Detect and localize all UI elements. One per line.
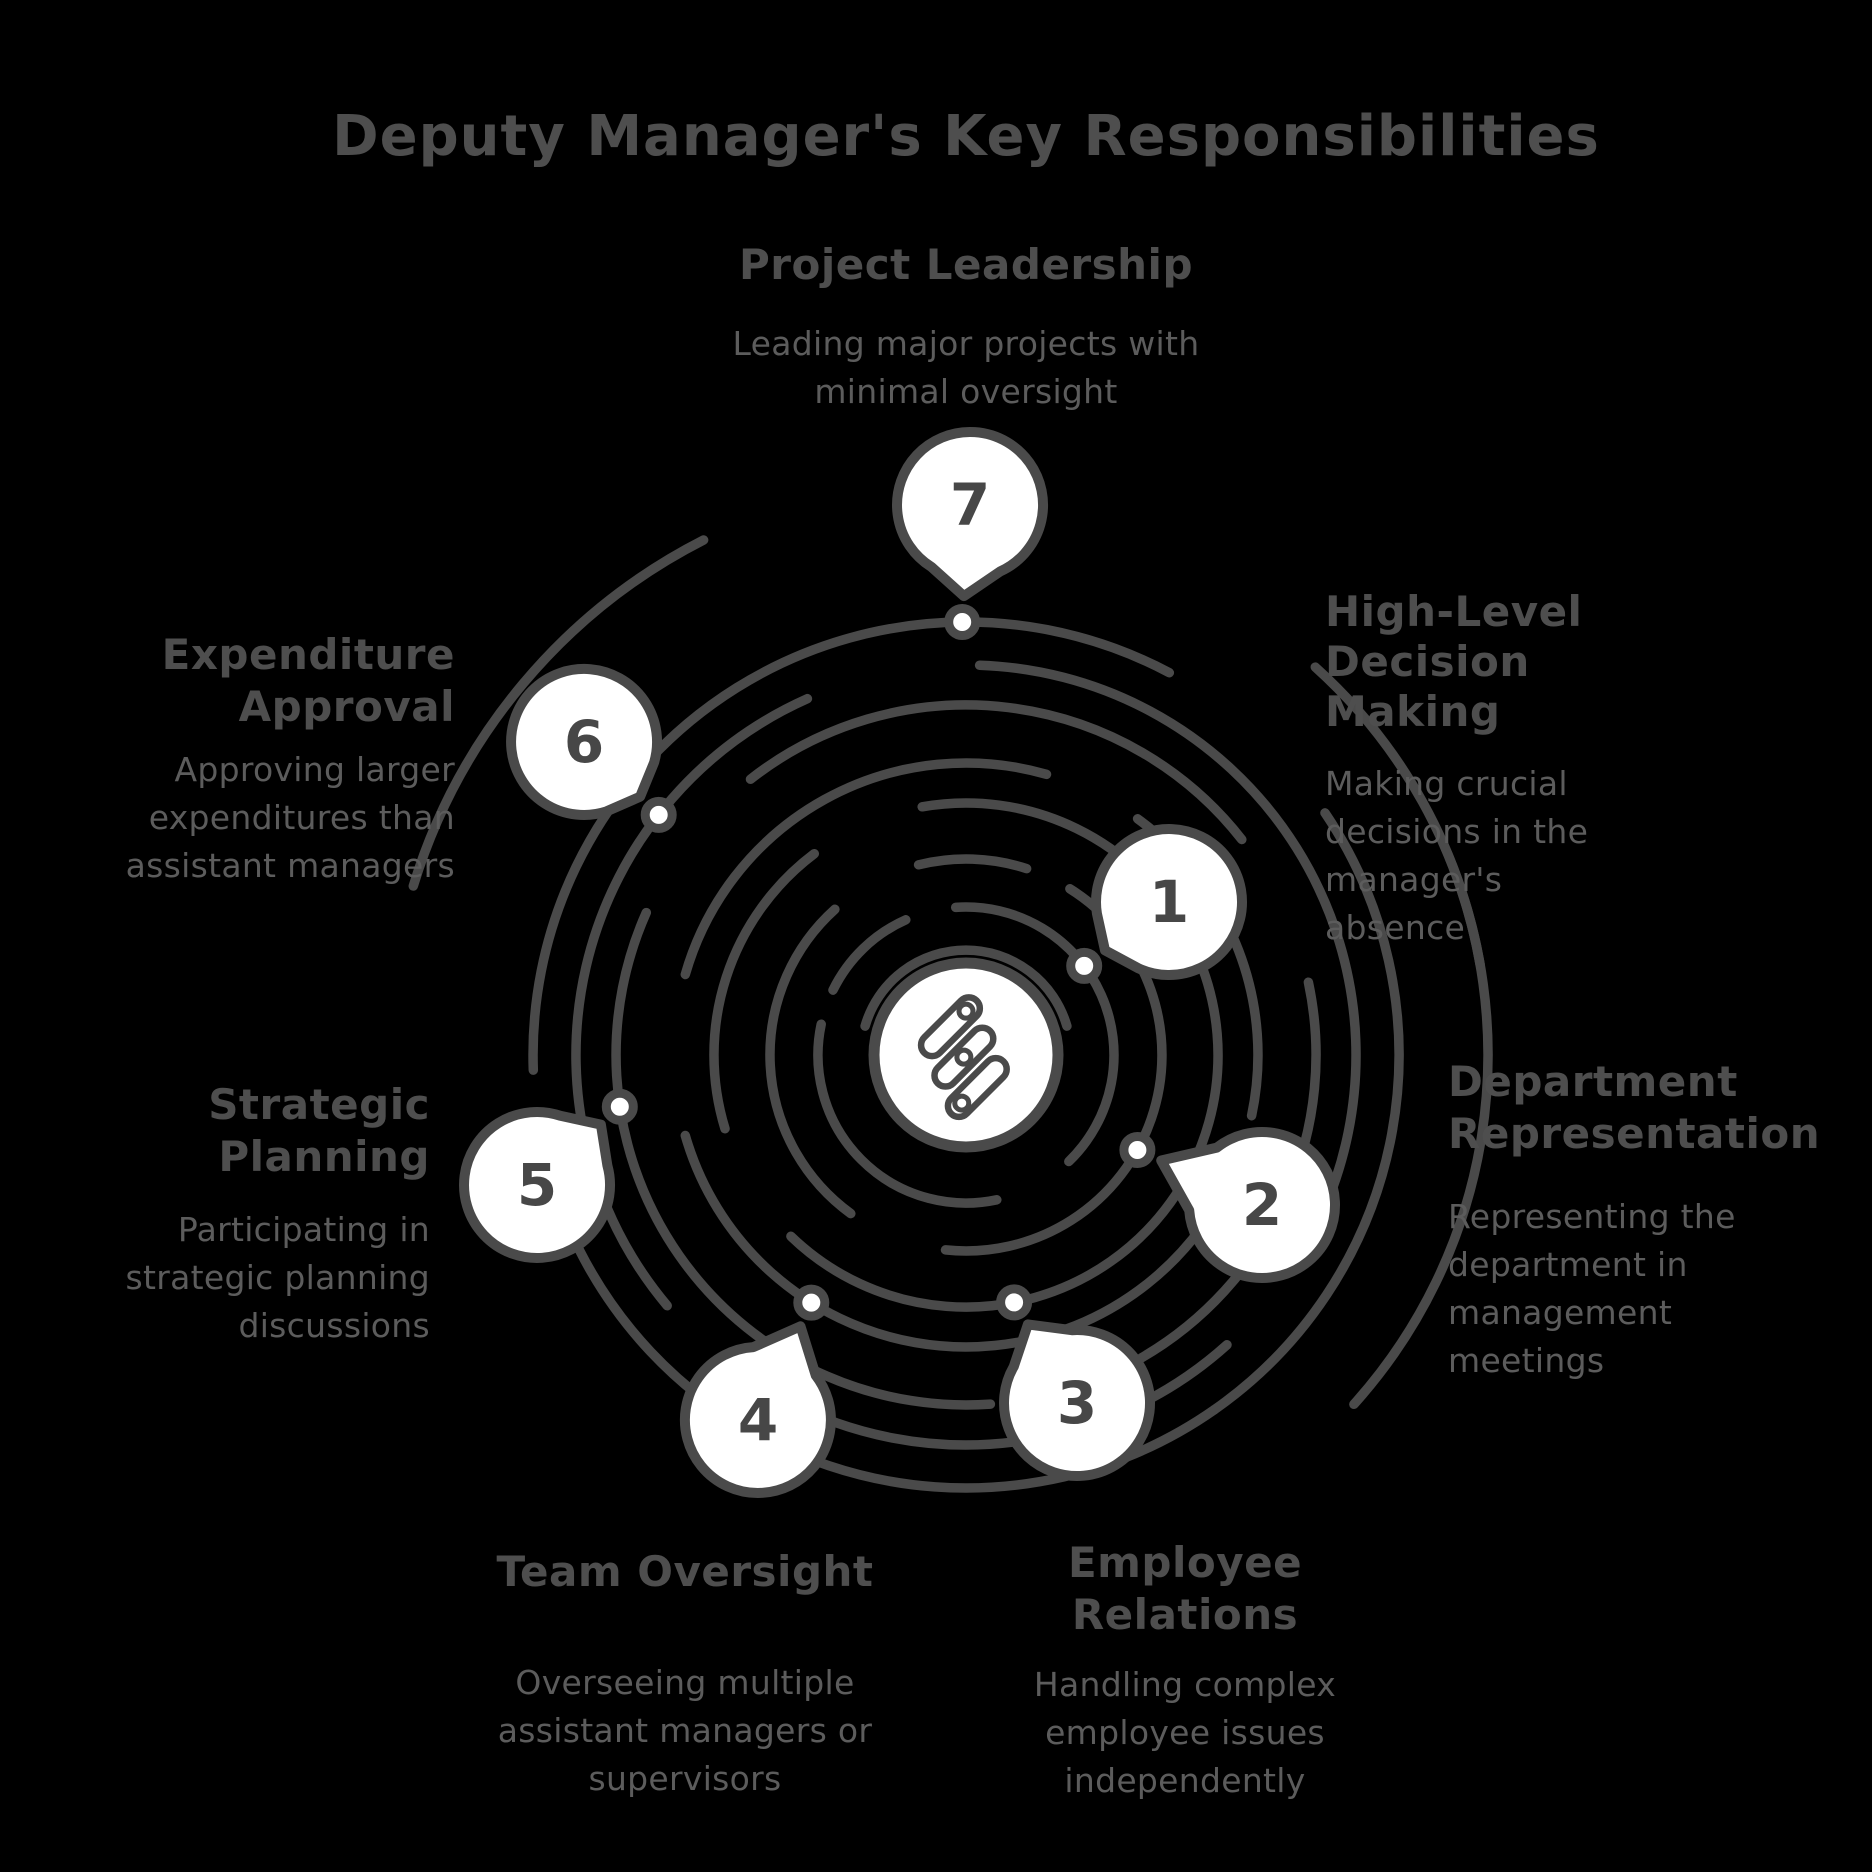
node-number-5: 5: [517, 1151, 557, 1219]
label-department-representation-desc: Representing the department in managemen…: [1448, 1197, 1736, 1380]
page-title: Deputy Manager's Key Responsibilities: [332, 104, 1600, 169]
label-project-leadership-desc: Leading major projects with minimal over…: [732, 324, 1200, 411]
node-dots: [601, 604, 1156, 1321]
node-bubble-1: [1091, 824, 1247, 980]
node-bubble-7: [892, 427, 1049, 602]
node-dot-1: [1066, 947, 1103, 984]
label-high-level-decision-desc: Making crucial decisions in the manager'…: [1325, 764, 1589, 947]
label-strategic-planning-title: Strategic Planning: [208, 1080, 430, 1181]
ring-arc: [611, 907, 996, 1410]
label-department-representation-title: Department Representation: [1448, 1057, 1821, 1158]
label-high-level-decision-title: High-Level Decision Making: [1325, 587, 1583, 736]
node-number-4: 4: [738, 1386, 778, 1454]
ring-arc: [680, 758, 1052, 980]
label-team-oversight-title: Team Oversight: [496, 1547, 874, 1596]
node-bubble-3: [999, 1319, 1156, 1481]
node-bubbles: [459, 427, 1340, 1498]
node-bubble-4: [679, 1321, 836, 1498]
label-expenditure-approval-desc: Approving larger expenditures than assis…: [125, 750, 455, 885]
node-numbers: 1 2 3 4 5 6 7: [517, 471, 1282, 1454]
node-number-2: 2: [1242, 1171, 1282, 1239]
label-project-leadership-title: Project Leadership: [738, 240, 1194, 289]
ring-arc: [913, 854, 1032, 874]
node-bubble-6: [506, 663, 663, 820]
sliders-icon: [917, 994, 1010, 1121]
node-dot-7: [944, 604, 981, 640]
label-expenditure-approval-title: Expenditure Approval: [161, 630, 455, 731]
node-dot-3: [996, 1284, 1033, 1321]
ring-arc: [745, 700, 1247, 845]
ring-arc: [528, 617, 1175, 1075]
label-team-oversight-desc: Overseeing multiple assistant managers o…: [497, 1663, 873, 1798]
node-dot-6: [640, 796, 677, 833]
node-dot-5: [601, 1088, 638, 1125]
label-strategic-planning-desc: Participating in strategic planning disc…: [125, 1210, 430, 1345]
ring-arc: [1209, 808, 1404, 1415]
label-employee-relations-desc: Handling complex employee issues indepen…: [1033, 1665, 1337, 1800]
label-employee-relations-title: Employee Relations: [1067, 1538, 1303, 1639]
node-number-6: 6: [564, 708, 604, 776]
node-number-3: 3: [1057, 1369, 1097, 1437]
ring-arc: [860, 945, 1072, 1031]
node-number-1: 1: [1149, 868, 1189, 936]
ring-arc: [765, 904, 856, 1219]
ring-arc: [786, 947, 1223, 1312]
ring-arc: [1310, 662, 1485, 970]
ring-arc: [950, 902, 1119, 1167]
node-dot-4: [793, 1284, 830, 1321]
node-dot-2: [1119, 1132, 1156, 1168]
node-number-7: 7: [950, 471, 990, 539]
spiral-rings: [408, 535, 1493, 1493]
ring-arc: [828, 915, 911, 995]
node-bubble-2: [1156, 1127, 1340, 1283]
ring-arc: [813, 1019, 1002, 1208]
ring-arc: [680, 1130, 1207, 1352]
ring-arc: [408, 535, 709, 891]
center-hub: [868, 957, 1064, 1153]
ring-arc: [974, 660, 1361, 1219]
node-bubble-5: [459, 1107, 616, 1263]
ring-arc: [709, 848, 820, 1134]
